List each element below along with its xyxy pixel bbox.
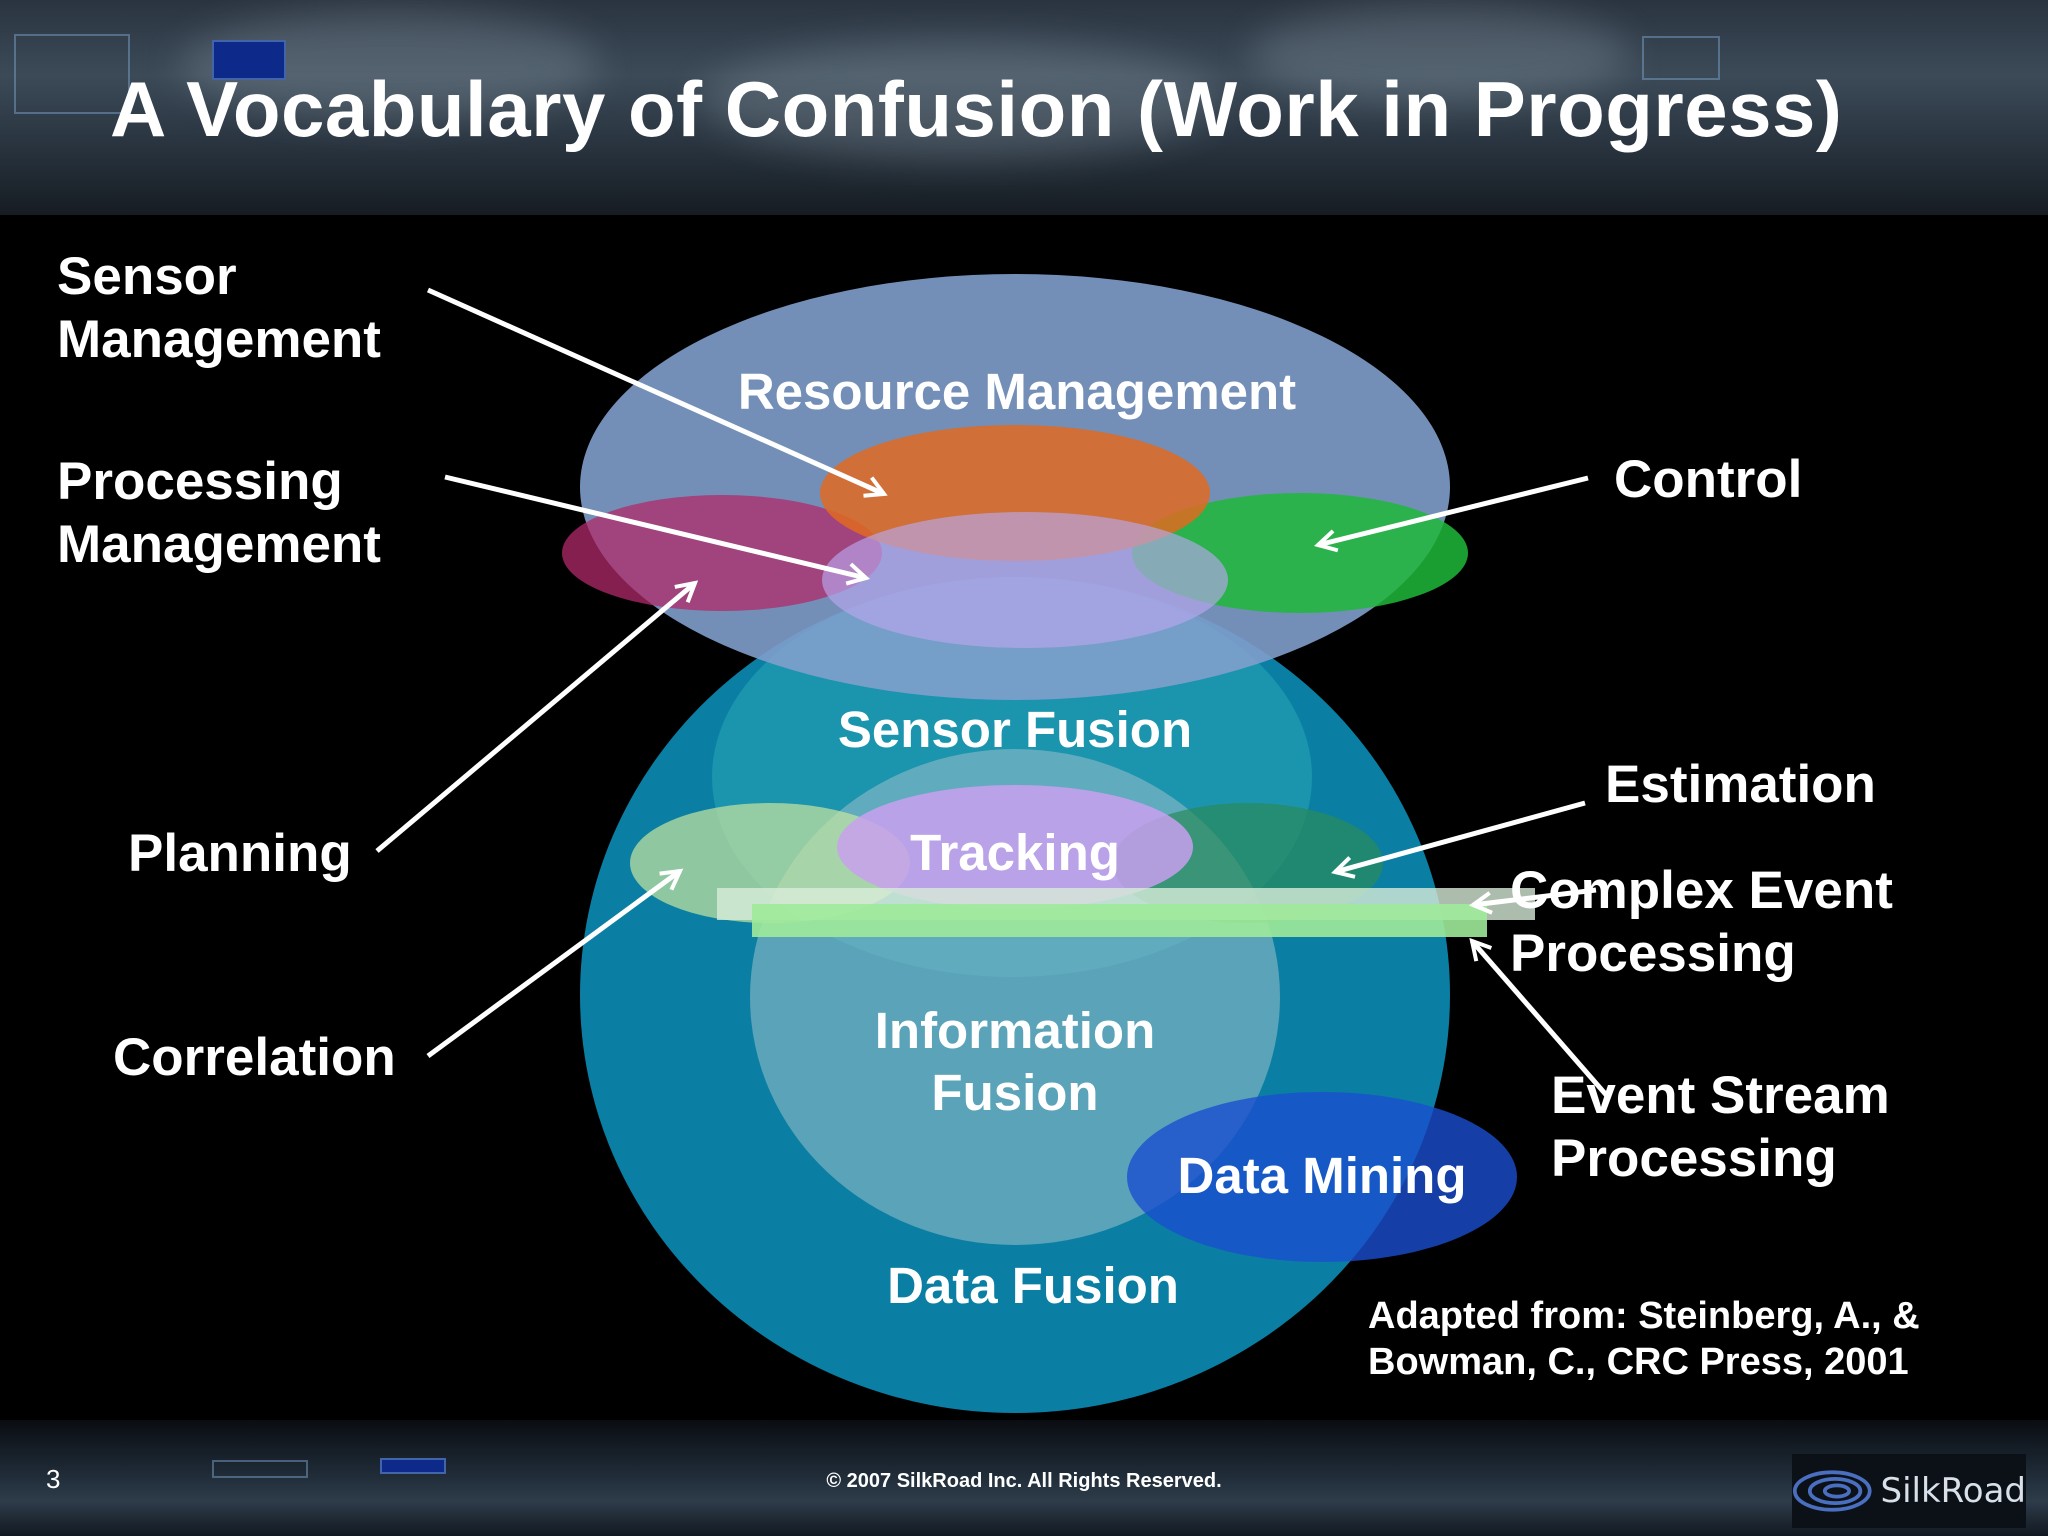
complex-event-processing-label: Complex Event Processing	[1510, 861, 1893, 983]
control-label: Control	[1614, 450, 1803, 509]
planning-label: Planning	[128, 824, 352, 883]
control-arrow	[1318, 475, 1589, 545]
header-decoration	[1642, 36, 1720, 80]
copyright-notice: © 2007 SilkRoad Inc. All Rights Reserved…	[826, 1470, 1222, 1492]
estimation-label: Estimation	[1605, 755, 1876, 814]
complex-event-processing-arrow	[1473, 887, 1597, 905]
page-number: 3	[46, 1464, 61, 1494]
tracking-label: Tracking	[910, 824, 1120, 881]
logo-text: SilkRoad	[1880, 1471, 2026, 1511]
correlation-arrow	[426, 871, 680, 1059]
event-stream-processing-arrow	[1472, 941, 1610, 1099]
footer-decoration	[212, 1460, 308, 1478]
tracking-region	[837, 785, 1193, 909]
slide-title: A Vocabulary of Confusion (Work in Progr…	[110, 65, 1843, 153]
sensor-fusion-label: Sensor Fusion	[837, 701, 1193, 758]
planning-arrow	[375, 583, 695, 853]
correlation-label: Correlation	[113, 1028, 396, 1087]
vocabulary-diagram	[375, 274, 1610, 1413]
slide-header: A Vocabulary of Confusion (Work in Progr…	[0, 0, 2048, 215]
resource-management-label: Resource Management	[737, 363, 1297, 420]
processing-management-label: Processing Management	[57, 452, 381, 574]
footer-decoration	[380, 1458, 446, 1474]
spiral-emblem	[14, 34, 130, 114]
sensor-management-label: Sensor Management	[57, 247, 381, 369]
data-fusion-label: Data Fusion	[887, 1257, 1179, 1314]
sensor-management-arrow	[426, 287, 884, 494]
event-stream-processing-label: Event Stream Processing	[1551, 1066, 1890, 1188]
processing-management-arrow	[444, 474, 866, 578]
event-stream-processing-bar	[752, 904, 1487, 937]
estimation-arrow	[1335, 800, 1586, 872]
citation: Adapted from: Steinberg, A., & Bowman, C…	[1368, 1295, 1920, 1383]
slide-footer: 3 © 2007 SilkRoad Inc. All Rights Reserv…	[0, 1420, 2048, 1536]
data-mining-label: Data Mining	[1177, 1147, 1467, 1204]
information-fusion-label: Information Fusion	[874, 1002, 1156, 1121]
management-overlap-region	[822, 512, 1228, 648]
silkroad-logo: SilkRoad	[1792, 1454, 2026, 1528]
spiral-icon	[1792, 1470, 1872, 1512]
data-mining-region	[1127, 1092, 1517, 1262]
header-decoration	[212, 40, 286, 80]
